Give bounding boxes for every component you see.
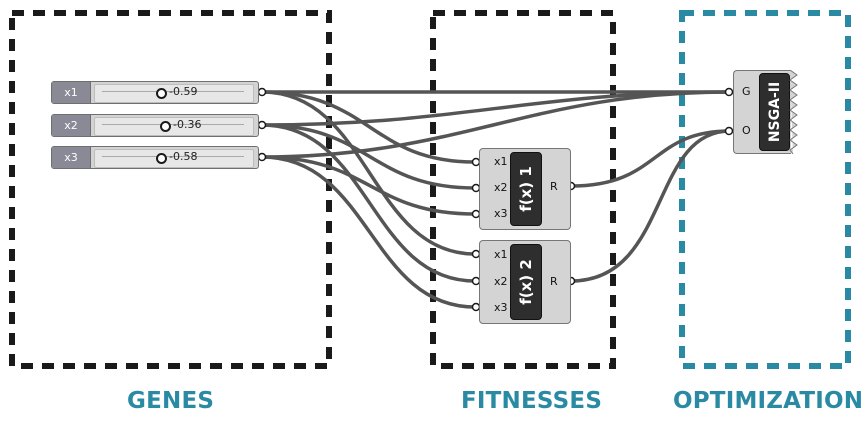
component-body[interactable]: NSGA-II (759, 73, 790, 151)
optimization-label: OPTIMIZATION (673, 388, 864, 414)
slider-ticks (102, 156, 244, 161)
slider-x1-output-grip[interactable] (257, 87, 267, 97)
wire-x3-to-fx1-x3 (260, 155, 477, 216)
wire-x2-to-genome (260, 90, 732, 127)
slider-ticks (102, 91, 244, 96)
slider-knob[interactable] (156, 153, 167, 164)
wire-x2-to-fx1-x2 (260, 123, 477, 190)
input-x2-label: x2 (494, 275, 508, 288)
slider-x3-output-grip[interactable] (257, 152, 267, 162)
component-body[interactable]: f(x) 1 (510, 152, 542, 226)
fitness-component-1[interactable]: x1 x2 x3 f(x) 1 R (479, 148, 571, 230)
component-title: f(x) 1 (517, 166, 535, 212)
number-slider-x3[interactable]: x3 -0.58 (51, 146, 259, 169)
slider-track[interactable] (94, 149, 254, 168)
fitnesses-label: FITNESSES (461, 388, 603, 414)
slider-x2-output-grip[interactable] (257, 120, 267, 130)
slider-knob[interactable] (156, 88, 167, 99)
fitnesses-group-frame (430, 10, 616, 369)
wire-x3-to-genome (260, 90, 732, 159)
wire-x1-to-fx2-x1 (260, 90, 477, 256)
nsga-o-input-grip[interactable] (724, 126, 734, 136)
slider-value: -0.59 (169, 85, 198, 98)
input-x3-label: x3 (494, 301, 508, 314)
nsga2-optimizer-component[interactable]: G O NSGA-II (733, 70, 791, 154)
slider-name-label: x1 (52, 82, 91, 103)
optimization-group-frame (679, 10, 851, 369)
wire-x1-to-fx1-x1 (260, 90, 477, 164)
slider-ticks (102, 124, 244, 129)
component-title: NSGA-II (766, 81, 783, 143)
slider-name-label: x3 (52, 147, 91, 168)
slider-track[interactable] (94, 84, 254, 103)
wire-x2-to-fx2-x2 (260, 123, 477, 283)
slider-value: -0.58 (169, 150, 198, 163)
fitness-component-2[interactable]: x1 x2 x3 f(x) 2 R (479, 240, 571, 324)
genes-label: GENES (127, 388, 215, 414)
number-slider-x1[interactable]: x1 -0.59 (51, 81, 259, 104)
slider-name-label: x2 (52, 115, 91, 136)
input-x1-label: x1 (494, 248, 508, 261)
output-r-label: R (550, 180, 558, 193)
input-x2-label: x2 (494, 181, 508, 194)
input-x1-label: x1 (494, 155, 508, 168)
wire-x3-to-fx2-x3 (260, 155, 477, 309)
wire-fx1-to-objectives (569, 129, 732, 188)
genes-group-frame (9, 10, 332, 369)
nsga-g-input-grip[interactable] (724, 87, 734, 97)
input-x3-label: x3 (494, 207, 508, 220)
slider-track[interactable] (94, 117, 254, 136)
component-title: f(x) 2 (517, 259, 535, 305)
input-g-label: G (742, 85, 751, 98)
number-slider-x2[interactable]: x2 -0.36 (51, 114, 259, 137)
slider-value: -0.36 (173, 118, 202, 131)
zigzag-edge-icon (789, 70, 798, 154)
input-o-label: O (742, 124, 751, 137)
component-body[interactable]: f(x) 2 (510, 244, 542, 320)
output-r-label: R (550, 275, 558, 288)
wire-fx2-to-objectives (569, 129, 732, 283)
slider-knob[interactable] (160, 121, 171, 132)
